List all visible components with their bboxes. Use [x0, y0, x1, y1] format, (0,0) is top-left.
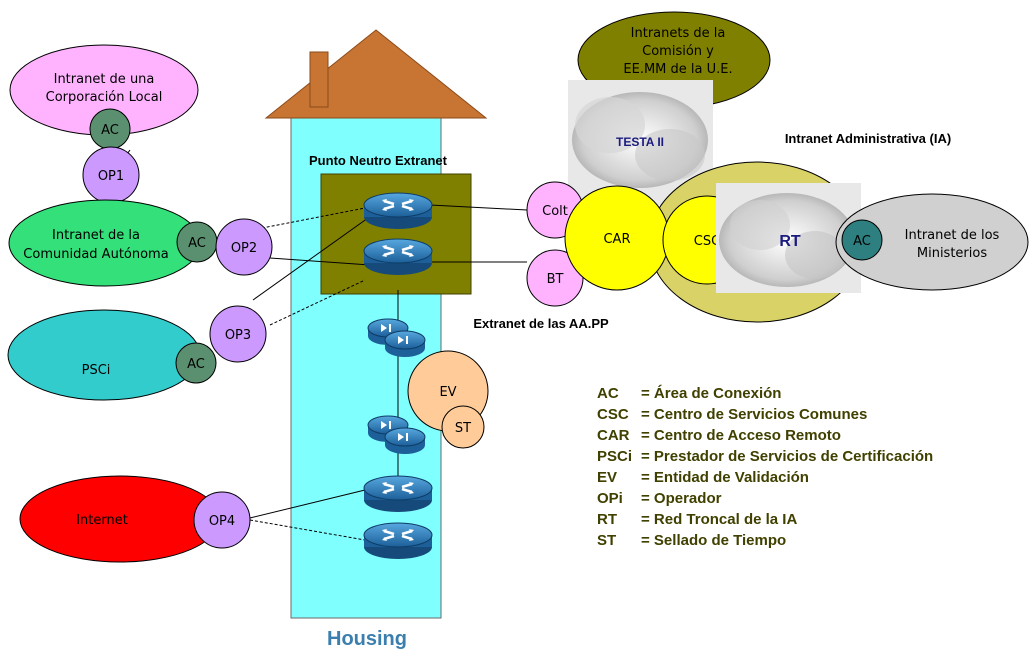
svg-text:AC: AC	[101, 123, 119, 138]
extranet-label: Extranet de las AA.PP	[473, 316, 609, 331]
legend-desc-4: = Entidad de Validación	[641, 469, 809, 486]
legend-abbr-4: EV	[597, 469, 617, 486]
ac-circle-1: AC	[89, 108, 131, 150]
svg-text:OP1: OP1	[98, 169, 124, 184]
intranet-comunidad-autonoma: Intranet de la Comunidad Autónoma	[8, 199, 202, 287]
bt-circle: BT	[526, 249, 584, 307]
ac-circle-2: AC	[176, 221, 218, 263]
legend-desc-7: = Sellado de Tiempo	[641, 532, 786, 549]
svg-text:AC: AC	[187, 357, 205, 372]
op1-circle: OP1	[82, 146, 140, 204]
router-middle	[362, 237, 434, 277]
legend-abbr-1: CSC	[597, 406, 629, 423]
svg-text:EE.MM de la U.E.: EE.MM de la U.E.	[623, 62, 732, 77]
svg-text:EV: EV	[439, 385, 456, 400]
legend-abbr-7: ST	[597, 532, 616, 549]
testa-ii-cloud: TESTA II	[568, 80, 713, 205]
legend: AC = Área de Conexión CSC = Centro de Se…	[597, 385, 933, 549]
chimney	[309, 51, 329, 108]
svg-text:Intranet de la: Intranet de la	[52, 228, 140, 243]
svg-text:AC: AC	[188, 236, 206, 251]
legend-abbr-3: PSCi	[597, 448, 632, 465]
svg-text:BT: BT	[547, 272, 564, 287]
svg-text:AC: AC	[853, 234, 871, 249]
svg-text:CSC: CSC	[694, 234, 720, 249]
svg-text:OP3: OP3	[225, 328, 251, 343]
router-lower	[362, 474, 434, 514]
svg-text:Comunidad Autónoma: Comunidad Autónoma	[23, 247, 168, 262]
st-circle: ST	[441, 405, 485, 449]
ia-title: Intranet Administrativa (IA)	[785, 131, 951, 146]
housing-label: Housing	[327, 628, 407, 650]
firewall-2b	[384, 427, 426, 455]
svg-text:Corporación Local: Corporación Local	[46, 90, 163, 105]
svg-text:RT: RT	[779, 233, 801, 250]
punto-neutro-label: Punto Neutro Extranet	[309, 153, 448, 168]
op3-circle: OP3	[209, 305, 267, 363]
intranet-corporacion-local: Intranet de una Corporación Local	[9, 44, 199, 136]
svg-text:CAR: CAR	[603, 232, 630, 247]
firewall-1b	[384, 330, 426, 358]
svg-text:ST: ST	[455, 421, 471, 436]
internet-cloud: Internet	[19, 475, 221, 563]
svg-text:Ministerios: Ministerios	[917, 246, 987, 261]
legend-desc-2: = Centro de Acceso Remoto	[641, 427, 841, 444]
legend-desc-3: = Prestador de Servicios de Certificació…	[641, 448, 933, 465]
svg-text:PSCi: PSCi	[82, 363, 111, 378]
svg-text:TESTA II: TESTA II	[616, 135, 664, 149]
svg-text:OP2: OP2	[231, 241, 257, 256]
legend-abbr-2: CAR	[597, 427, 630, 444]
svg-text:Comisión y: Comisión y	[642, 44, 714, 59]
router-top	[362, 191, 434, 231]
legend-abbr-5: OPi	[597, 490, 623, 507]
svg-text:Colt: Colt	[542, 204, 568, 219]
ac-circle-3: AC	[175, 342, 217, 384]
router-bottom	[362, 521, 434, 561]
legend-abbr-0: AC	[597, 385, 619, 402]
housing-roof	[264, 29, 488, 119]
legend-desc-0: = Área de Conexión	[641, 385, 781, 402]
intranet-ministerios-cloud: Intranet de los Ministerios	[835, 193, 1029, 291]
dashed-lines	[249, 207, 366, 541]
car-circle: CAR	[564, 185, 670, 291]
svg-text:Intranets de la: Intranets de la	[631, 26, 726, 41]
ac-circle-4: AC	[841, 219, 883, 261]
legend-desc-5: = Operador	[641, 490, 722, 507]
psci-cloud: PSCi	[7, 309, 201, 401]
legend-abbr-6: RT	[597, 511, 617, 528]
legend-desc-1: = Centro de Servicios Comunes	[641, 406, 867, 423]
op4-circle: OP4	[193, 491, 251, 549]
svg-text:Intranet de una: Intranet de una	[54, 72, 155, 87]
op2-circle: OP2	[215, 218, 273, 276]
svg-text:Internet: Internet	[76, 513, 128, 528]
svg-text:Intranet de los: Intranet de los	[905, 228, 1000, 243]
punto-neutro-box	[320, 173, 472, 295]
svg-text:OP4: OP4	[209, 514, 235, 529]
legend-desc-6: = Red Troncal de la IA	[641, 511, 797, 528]
